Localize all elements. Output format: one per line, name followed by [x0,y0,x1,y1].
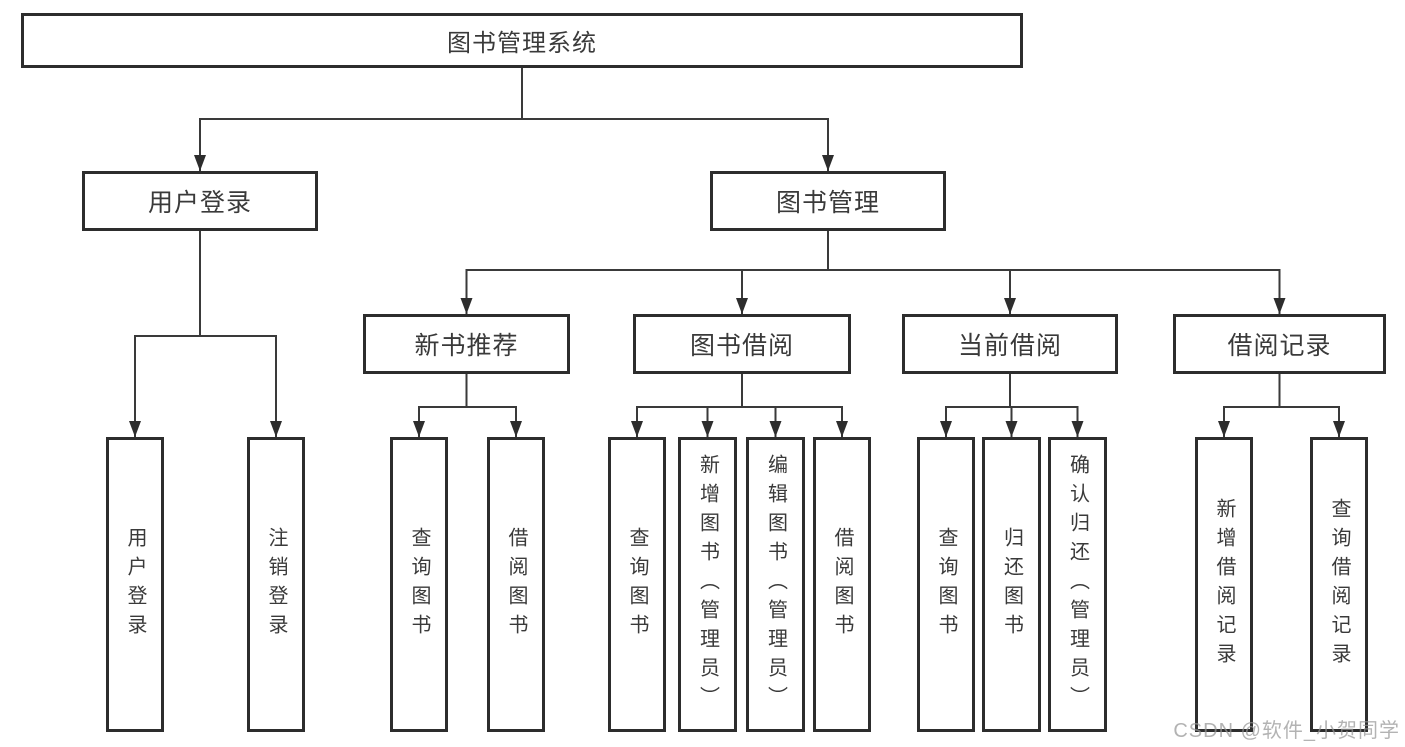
csdn-watermark: CSDN @软件_小贺同学 [1173,720,1400,742]
node-new-book-recommend: 新书推荐 [363,314,570,374]
leaf-query-borrow-record: 查询借阅记录 [1310,437,1368,732]
leaf-query-books-recommend: 查询图书 [390,437,448,732]
leaf-confirm-return-admin: 确认归还（管理员） [1048,437,1107,732]
leaf-user-login: 用户登录 [106,437,164,732]
leaf-query-books-borrow: 查询图书 [608,437,666,732]
node-root: 图书管理系统 [21,13,1023,68]
node-book-management: 图书管理 [710,171,946,231]
leaf-borrow-books-recommend: 借阅图书 [487,437,545,732]
leaf-logout: 注销登录 [247,437,305,732]
node-book-borrow: 图书借阅 [633,314,851,374]
leaf-query-books-current: 查询图书 [917,437,975,732]
leaf-return-books: 归还图书 [982,437,1041,732]
node-current-borrow: 当前借阅 [902,314,1118,374]
leaf-add-borrow-record: 新增借阅记录 [1195,437,1253,732]
leaf-add-book-admin: 新增图书（管理员） [678,437,737,732]
leaf-edit-book-admin: 编辑图书（管理员） [746,437,805,732]
leaf-borrow-books: 借阅图书 [813,437,871,732]
node-user-login: 用户登录 [82,171,318,231]
node-borrow-records: 借阅记录 [1173,314,1386,374]
